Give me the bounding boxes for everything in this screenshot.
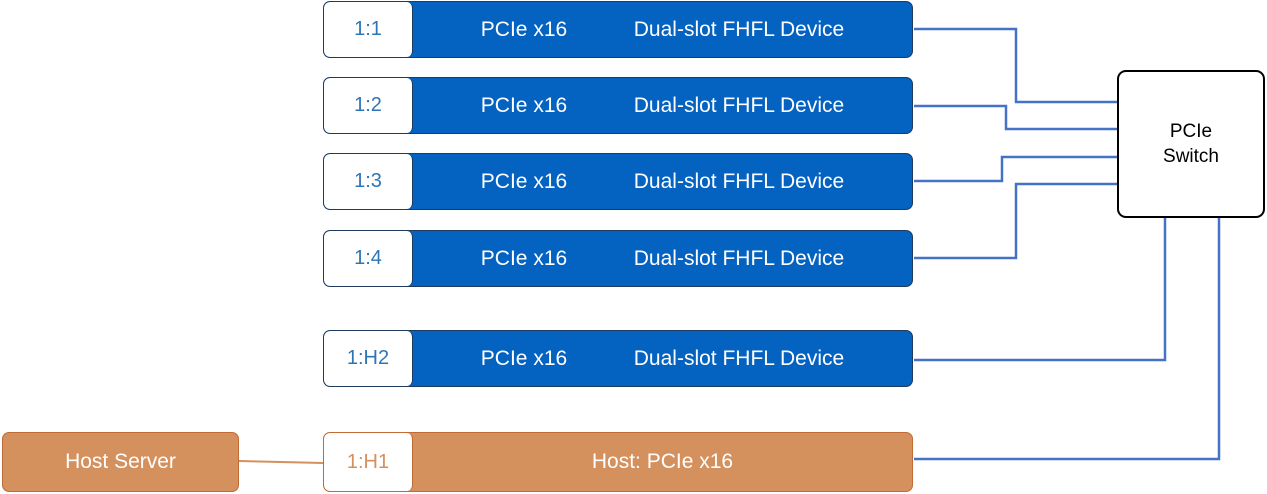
slot-device-label: Dual-slot FHFL Device <box>633 169 845 193</box>
link-slot-1-2 <box>914 104 1117 131</box>
link-slot-1-1 <box>914 27 1117 104</box>
slot-id: 1:H1 <box>324 433 413 491</box>
slot-bus-label: PCIe x16 <box>480 17 568 41</box>
slot-id: 1:2 <box>324 78 413 133</box>
slot-1-1: 1:1 PCIe x16 Dual-slot FHFL Device <box>323 1 913 58</box>
slot-1-h2: 1:H2 PCIe x16 Dual-slot FHFL Device <box>323 330 913 387</box>
link-host-server <box>238 460 324 464</box>
slot-id: 1:H2 <box>324 331 413 386</box>
slot-bus-label: PCIe x16 <box>480 93 568 117</box>
host-server-box: Host Server <box>2 432 239 492</box>
link-slot-1-h2 <box>914 218 1167 362</box>
slot-id: 1:3 <box>324 154 413 209</box>
host-server-label: Host Server <box>65 450 176 473</box>
switch-label-line1: PCIe <box>1169 121 1213 142</box>
slot-device-label: Dual-slot FHFL Device <box>633 93 845 117</box>
slot-1-3: 1:3 PCIe x16 Dual-slot FHFL Device <box>323 153 913 210</box>
slot-bus-label: PCIe x16 <box>480 346 568 370</box>
slot-device-label: Dual-slot FHFL Device <box>633 346 845 370</box>
slot-1-2: 1:2 PCIe x16 Dual-slot FHFL Device <box>323 77 913 134</box>
slot-bus-label: PCIe x16 <box>480 169 568 193</box>
link-slot-1-4 <box>914 182 1117 260</box>
link-host-slot <box>914 218 1221 461</box>
link-slot-1-3 <box>914 155 1117 183</box>
host-slot-label: Host: PCIe x16 <box>591 450 734 473</box>
slot-bus-label: PCIe x16 <box>480 246 568 270</box>
slot-device-label: Dual-slot FHFL Device <box>633 246 845 270</box>
host-slot-1-h1: 1:H1 Host: PCIe x16 <box>323 432 913 492</box>
slot-id: 1:4 <box>324 231 413 286</box>
slot-device-label: Dual-slot FHFL Device <box>633 17 845 41</box>
slot-id: 1:1 <box>324 2 413 57</box>
switch-label-line2: Switch <box>1163 146 1219 167</box>
pcie-switch-box: PCIe Switch <box>1117 70 1265 218</box>
slot-1-4: 1:4 PCIe x16 Dual-slot FHFL Device <box>323 230 913 287</box>
